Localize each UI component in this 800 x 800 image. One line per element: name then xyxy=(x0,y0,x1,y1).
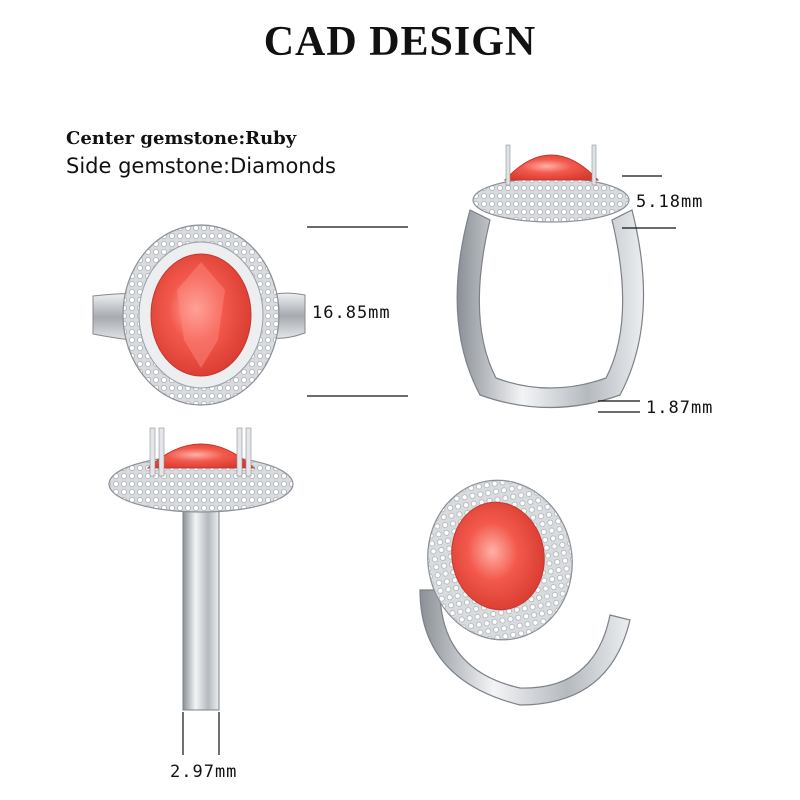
page-title: CAD DESIGN xyxy=(263,19,537,65)
height-dimension-label: 16.85mm xyxy=(312,303,391,323)
dimension-lines xyxy=(182,175,676,755)
front-view-ring xyxy=(108,427,294,711)
side-view-ring xyxy=(456,144,645,409)
center-gemstone-label: Center gemstone:Ruby xyxy=(66,128,297,149)
band-width-label: 2.97mm xyxy=(170,762,238,782)
band-thickness-label: 1.87mm xyxy=(646,398,714,418)
side-gemstone-label: Side gemstone:Diamonds xyxy=(66,154,336,178)
perspective-view-ring xyxy=(419,479,631,706)
head-dimension-label: 5.18mm xyxy=(636,192,704,212)
top-view-ring xyxy=(92,224,306,406)
